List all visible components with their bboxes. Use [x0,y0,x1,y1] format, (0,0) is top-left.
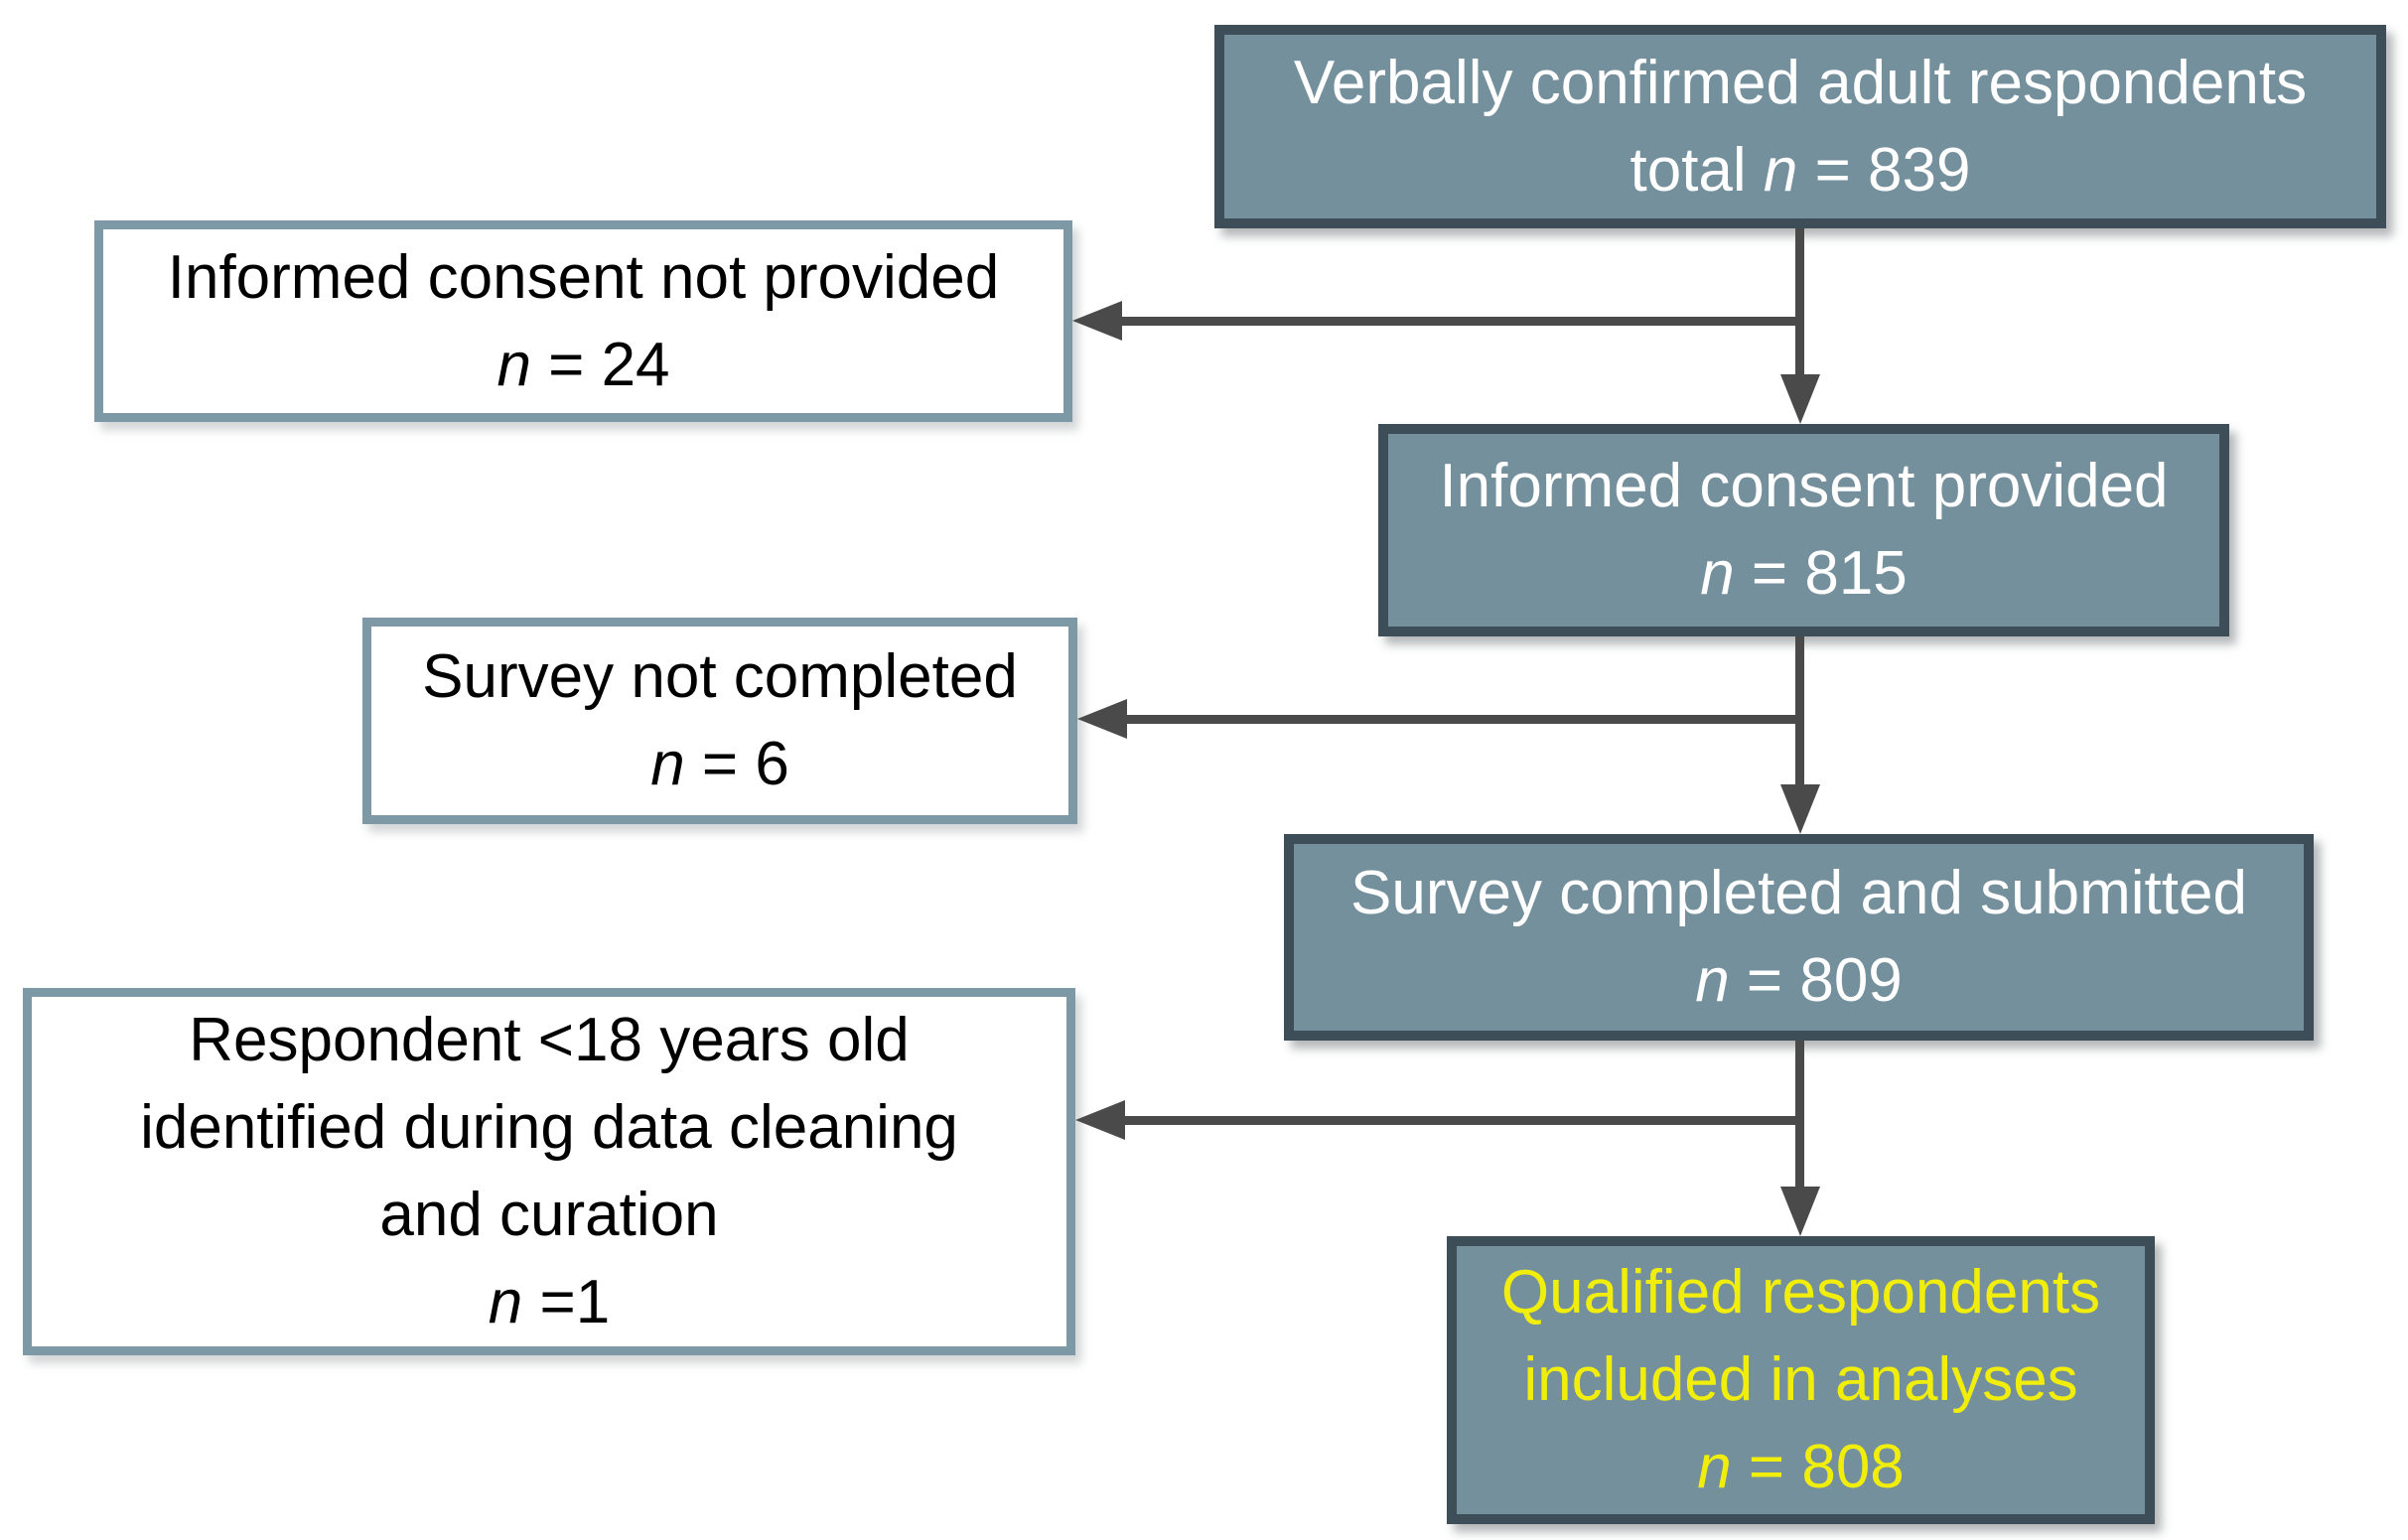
n-symbol: n [488,1268,523,1336]
n-symbol: n [650,730,685,798]
flow-box-consent-provided: Informed consent provided n = 815 [1378,424,2229,636]
arrowhead-down-icon [1780,784,1820,834]
arrow-line-total-to-consent [1795,228,1804,374]
arrow-line-to-under-18 [1125,1116,1800,1125]
n-value: = 839 [1797,135,1971,205]
box-n-line: n = 815 [1700,530,1908,618]
n-symbol: n [1695,946,1730,1015]
n-value: = 809 [1729,946,1903,1015]
n-symbol: n [1700,539,1735,608]
box-text-line: identified during data cleaning [140,1093,958,1162]
arrowhead-down-icon [1780,374,1820,424]
box-text-line: Informed consent not provided [167,242,1000,312]
n-value: =1 [522,1268,611,1336]
arrow-line-to-consent-not-provided [1122,317,1800,326]
n-symbol: n [1697,1433,1732,1501]
flow-box-total-respondents: Verbally confirmed adult respondents tot… [1214,25,2386,228]
box-text-line: and curation [379,1181,719,1249]
box-n-line: n =1 [489,1259,610,1346]
box-text-line: Verbally confirmed adult respondents [1293,48,2308,117]
arrowhead-left-icon [1075,1100,1125,1140]
arrow-line-survey-to-qualified [1795,1041,1804,1187]
box-n-line: n = 24 [496,322,669,409]
arrow-line-to-survey-not-completed [1127,715,1800,724]
n-value: = 6 [684,730,789,798]
box-text-line: Survey completed and submitted [1350,859,2247,927]
arrowhead-left-icon [1072,301,1122,341]
arrow-line-consent-to-survey [1795,636,1804,784]
n-value: = 24 [530,330,670,399]
exclusion-box-survey-not-completed: Survey not completed n = 6 [362,618,1077,824]
n-symbol: n [1763,135,1798,205]
flow-box-survey-completed: Survey completed and submitted n = 809 [1284,834,2314,1041]
box-text-line: Respondent <18 years old [189,1006,910,1074]
arrowhead-down-icon [1780,1187,1820,1236]
box-text-line: Survey not completed [422,642,1018,711]
n-prefix: total [1629,135,1764,205]
n-value: = 808 [1731,1433,1905,1501]
arrowhead-left-icon [1077,699,1127,739]
exclusion-box-consent-not-provided: Informed consent not provided n = 24 [94,220,1072,422]
box-n-line: n = 6 [650,721,789,808]
box-text-line: Qualified respondents [1500,1258,2101,1327]
n-value: = 815 [1734,539,1908,608]
n-symbol: n [496,330,531,399]
flow-box-qualified-respondents: Qualified respondents included in analys… [1447,1236,2155,1524]
box-n-line: total n = 839 [1629,127,1970,214]
box-n-line: n = 808 [1697,1424,1905,1511]
exclusion-box-under-18: Respondent <18 years old identified duri… [23,988,1075,1355]
box-text-line: Informed consent provided [1439,452,2169,520]
box-text-line: included in analyses [1523,1345,2078,1414]
box-n-line: n = 809 [1695,937,1903,1025]
